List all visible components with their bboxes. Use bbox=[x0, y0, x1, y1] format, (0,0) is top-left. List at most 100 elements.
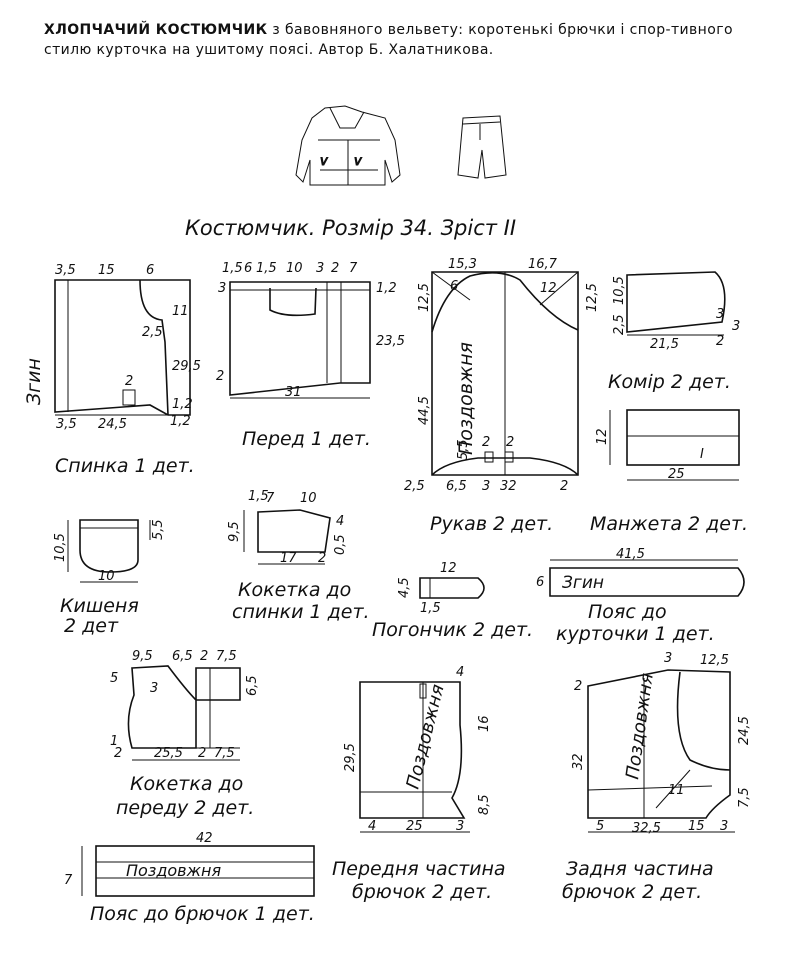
svg-text:v: v bbox=[354, 154, 362, 169]
koketka-spynky-label-1: Кокетка до bbox=[238, 579, 351, 601]
dim: 16 bbox=[477, 715, 492, 732]
dim: 6,5 bbox=[245, 675, 260, 696]
poyas-bruk-grain: Поздовжня bbox=[126, 861, 221, 880]
dim: 15 bbox=[688, 819, 705, 834]
dim: 2 bbox=[331, 261, 339, 276]
pered-bruk-label-2: брючок 2 дет. bbox=[352, 881, 492, 903]
dim: 15,3 bbox=[448, 257, 477, 272]
piece-zadnia-bruk: Поздовжня 3 12,5 2 32 24,5 7,5 5 32,5 15… bbox=[562, 651, 752, 903]
piece-spynka: Згин 3,5 15 6 11 2,5 29,5 2 1,2 3,5 24,5… bbox=[23, 263, 201, 477]
piece-pered-bruk: Поздовжня 4 29,5 16 8,5 4 25 3 Передня ч… bbox=[332, 665, 506, 903]
dim: 31 bbox=[285, 385, 302, 400]
shorts-sketch bbox=[457, 115, 507, 179]
dim: 6 bbox=[244, 261, 252, 276]
zadnia-bruk-grain: Поздовжня bbox=[622, 672, 658, 781]
pered-bruk-label-1: Передня частина bbox=[332, 858, 506, 880]
dim: 12,5 bbox=[417, 283, 432, 312]
dim: 1,2 bbox=[172, 397, 193, 412]
dim: 23,5 bbox=[376, 334, 405, 349]
dim: 3 bbox=[456, 819, 464, 834]
dim: 32,5 bbox=[632, 821, 661, 836]
dim: 4 bbox=[336, 514, 344, 529]
dim: 7 bbox=[349, 261, 358, 276]
dim: 3 bbox=[218, 281, 226, 296]
dim: 5,5 bbox=[456, 439, 471, 460]
piece-pered: 1,5 6 1,5 10 3 2 7 3 1,2 23,5 2 31 Перед… bbox=[216, 261, 405, 450]
dim: 9,5 bbox=[132, 649, 153, 664]
dim: 2,5 bbox=[404, 479, 425, 494]
dim: 2,5 bbox=[612, 314, 627, 335]
zadnia-bruk-label-2: брючок 2 дет. bbox=[562, 881, 702, 903]
dim: 32 bbox=[500, 479, 517, 494]
dim: 2 bbox=[198, 746, 206, 761]
piece-poyas-kurtky: 41,5 6 Згин Пояс до курточки 1 дет. bbox=[536, 547, 745, 645]
dim: 24,5 bbox=[98, 417, 127, 432]
piece-koketka-spynky: 1,5 7 10 9,5 4 0,5 17 2 Кокетка до спинк… bbox=[227, 489, 370, 623]
title-rest: з бавовняного вельвету: коротенькі брючк… bbox=[44, 22, 733, 58]
dim: 29,5 bbox=[343, 743, 358, 772]
dim: 10 bbox=[98, 569, 115, 584]
dim: 1,5 bbox=[420, 601, 441, 616]
spynka-label: Спинка 1 дет. bbox=[55, 455, 195, 477]
dim: 7 bbox=[64, 873, 73, 888]
dim: 4,5 bbox=[397, 577, 412, 598]
pered-label: Перед 1 дет. bbox=[242, 428, 371, 450]
manzheta-mark: I bbox=[700, 447, 704, 462]
dim: 4 bbox=[368, 819, 376, 834]
svg-text:v: v bbox=[320, 154, 328, 169]
dim: 6,5 bbox=[446, 479, 467, 494]
dim: 12,5 bbox=[700, 653, 729, 668]
dim: 10 bbox=[286, 261, 303, 276]
pered-bruk-grain: Поздовжня bbox=[402, 682, 448, 791]
komir-label: Комір 2 дет. bbox=[608, 371, 731, 393]
dim: 1 bbox=[110, 734, 118, 749]
piece-koketka-pered: 9,5 6,5 2 7,5 5 3 6,5 1 2 25,5 2 7,5 Кок… bbox=[110, 649, 260, 819]
rukav-label: Рукав 2 дет. bbox=[430, 513, 553, 535]
dim: 9,5 bbox=[227, 521, 242, 542]
poyas-kurtky-fold: Згин bbox=[562, 573, 604, 593]
piece-pogonchyk: 12 4,5 1,5 Погончик 2 дет. bbox=[372, 561, 533, 641]
dim: 5 bbox=[110, 671, 118, 686]
dim: 41,5 bbox=[616, 547, 645, 562]
dim: 32 bbox=[571, 753, 586, 770]
dim: 2 bbox=[125, 374, 133, 389]
koketka-pered-label-2: переду 2 дет. bbox=[116, 797, 254, 819]
dim: 15 bbox=[98, 263, 115, 278]
dim: 1,5 bbox=[222, 261, 243, 276]
header-title: ХЛОПЧАЧИЙ КОСТЮМЧИК з бавовняного вельве… bbox=[44, 20, 764, 60]
dim: 3,5 bbox=[55, 263, 76, 278]
dim: 2 bbox=[216, 369, 224, 384]
dim: 3 bbox=[316, 261, 324, 276]
poyas-kurtky-label-1: Пояс до bbox=[588, 601, 667, 623]
dim: 12 bbox=[540, 281, 557, 296]
dim: 2 bbox=[114, 746, 122, 761]
dim: 3 bbox=[150, 681, 158, 696]
koketka-pered-label-1: Кокетка до bbox=[130, 773, 243, 795]
dim: 12 bbox=[595, 428, 610, 445]
kyshenia-label-1: Кишеня bbox=[60, 595, 139, 617]
zadnia-bruk-label-1: Задня частина bbox=[566, 858, 714, 880]
dim: 5,5 bbox=[151, 519, 166, 540]
dim: 6 bbox=[146, 263, 154, 278]
dim: 12 bbox=[440, 561, 457, 576]
dim: 3 bbox=[664, 651, 672, 666]
dim: 3 bbox=[732, 319, 740, 334]
dim: 3,5 bbox=[56, 417, 77, 432]
manzheta-label: Манжета 2 дет. bbox=[590, 513, 748, 535]
dim: 8,5 bbox=[477, 794, 492, 815]
piece-manzheta: 12 25 I bbox=[595, 409, 740, 482]
dim: 10 bbox=[300, 491, 317, 506]
dim: 0,5 bbox=[333, 534, 348, 555]
dim: 24,5 bbox=[737, 716, 752, 745]
koketka-spynky-label-2: спинки 1 дет. bbox=[232, 601, 370, 623]
poyas-kurtky-label-2: курточки 1 дет. bbox=[556, 623, 715, 645]
rukav-grain: Поздовжня bbox=[455, 342, 477, 455]
dim: 5 bbox=[596, 819, 604, 834]
subtitle: Костюмчик. Розмір 34. Зріст ІІ bbox=[185, 216, 516, 240]
dim: 29,5 bbox=[172, 359, 201, 374]
dim: 3 bbox=[716, 307, 724, 322]
dim: 25 bbox=[406, 819, 423, 834]
kyshenia-label-2: 2 дет bbox=[64, 615, 119, 637]
